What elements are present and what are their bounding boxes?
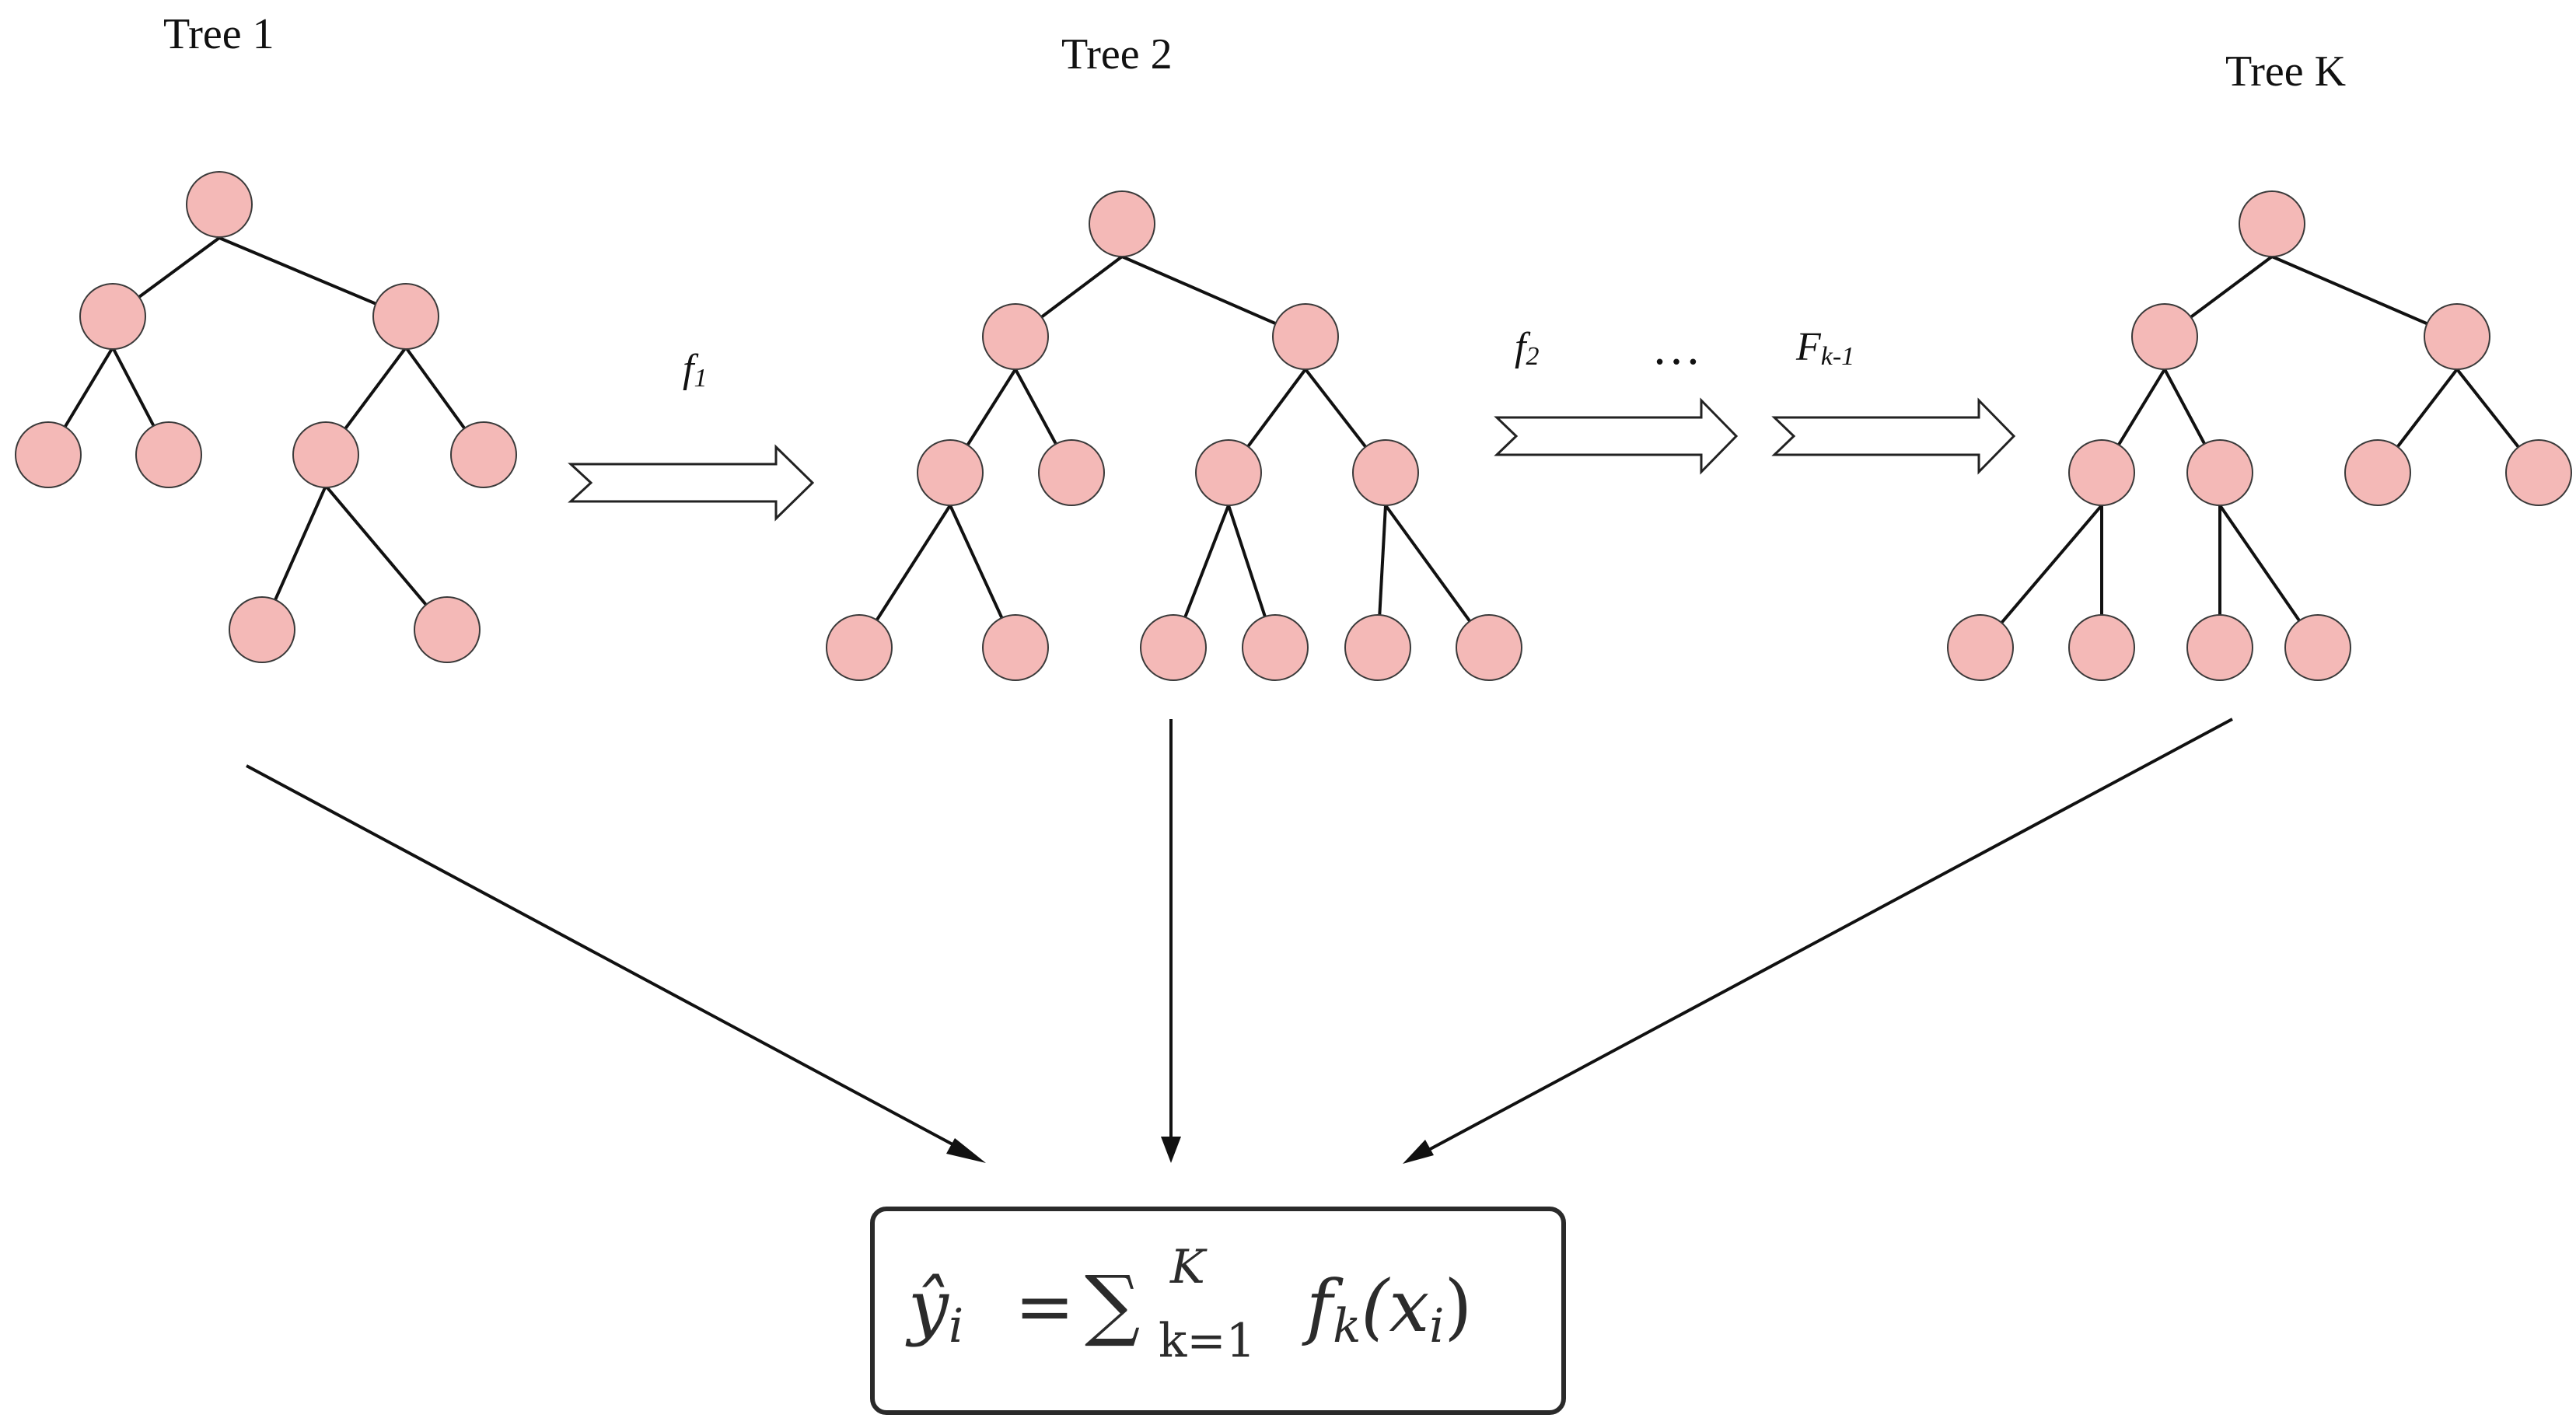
tree-node <box>2068 614 2135 681</box>
tree-node <box>2424 303 2490 370</box>
step-label-fk-1: Fk-1 <box>1795 325 1854 371</box>
tree-1 <box>15 171 517 663</box>
tree-node <box>1089 190 1155 257</box>
formula-arg: (x <box>1361 1265 1429 1348</box>
tree-node <box>229 596 295 663</box>
tree-node <box>1344 614 1411 681</box>
arrowhead-icon <box>946 1138 986 1163</box>
step-subscript: k-1 <box>1821 342 1854 371</box>
formula-sum: ∑ <box>1085 1259 1140 1350</box>
tree-node <box>982 614 1049 681</box>
tree-node <box>135 421 202 488</box>
tree-node <box>2344 439 2411 506</box>
tree-node <box>15 421 82 488</box>
hollow-arrow-icon <box>1771 397 2016 475</box>
step-label-f1: f1 <box>683 347 707 393</box>
formula-box <box>870 1207 1566 1415</box>
tree-node <box>1947 614 2014 681</box>
tree-node <box>450 421 517 488</box>
tree-node <box>2186 614 2253 681</box>
tree-2 <box>826 190 1522 681</box>
step-subscript: 1 <box>694 364 707 393</box>
formula-lhs-sub: i <box>949 1299 963 1353</box>
ellipsis-label: … <box>1652 320 1706 375</box>
tree-1-output-arrow <box>246 764 965 1152</box>
formula-term-sub: k <box>1333 1299 1361 1353</box>
tree-node <box>1352 439 1419 506</box>
tree-1-title: Tree 1 <box>163 10 274 58</box>
hollow-arrow-icon <box>1494 397 1739 475</box>
tree-node <box>1195 439 1262 506</box>
formula-equals: = <box>1015 1265 1075 1348</box>
step-label-f2: f2 <box>1515 325 1539 371</box>
tree-node <box>292 421 359 488</box>
tree-k-output-arrow <box>1424 718 2233 1154</box>
arrowhead-icon <box>1161 1137 1181 1163</box>
tree-node <box>1242 614 1309 681</box>
tree-node <box>1140 614 1207 681</box>
tree-node <box>2131 303 2198 370</box>
tree-node <box>2284 614 2351 681</box>
hollow-arrow-icon <box>568 444 815 522</box>
formula-upper: K <box>1169 1240 1208 1294</box>
tree-node <box>372 283 439 350</box>
tree-node <box>982 303 1049 370</box>
tree-k-title: Tree K <box>2225 47 2346 96</box>
tree-k <box>1947 190 2572 681</box>
tree-node <box>414 596 481 663</box>
tree-node <box>1272 303 1339 370</box>
tree-node <box>2505 439 2572 506</box>
tree-node <box>2068 439 2135 506</box>
tree-node <box>2239 190 2305 257</box>
formula-lhs: ŷ <box>905 1265 949 1348</box>
arrowhead-icon <box>1403 1140 1434 1164</box>
step-subscript: 2 <box>1526 342 1539 371</box>
tree-node <box>826 614 893 681</box>
tree-node <box>1456 614 1522 681</box>
step-symbol: F <box>1795 325 1822 369</box>
tree-node <box>1038 439 1105 506</box>
tree-1-edge <box>218 236 407 318</box>
formula-arg-close: ) <box>1444 1265 1472 1348</box>
formula-lower: k=1 <box>1159 1314 1256 1368</box>
tree-node <box>917 439 984 506</box>
tree-node <box>2186 439 2253 506</box>
tree-k-edge <box>2271 255 2458 338</box>
tree-2-title: Tree 2 <box>1061 30 1173 79</box>
tree-node <box>186 171 253 238</box>
tree-node <box>79 283 146 350</box>
formula-arg-sub: i <box>1429 1299 1444 1353</box>
